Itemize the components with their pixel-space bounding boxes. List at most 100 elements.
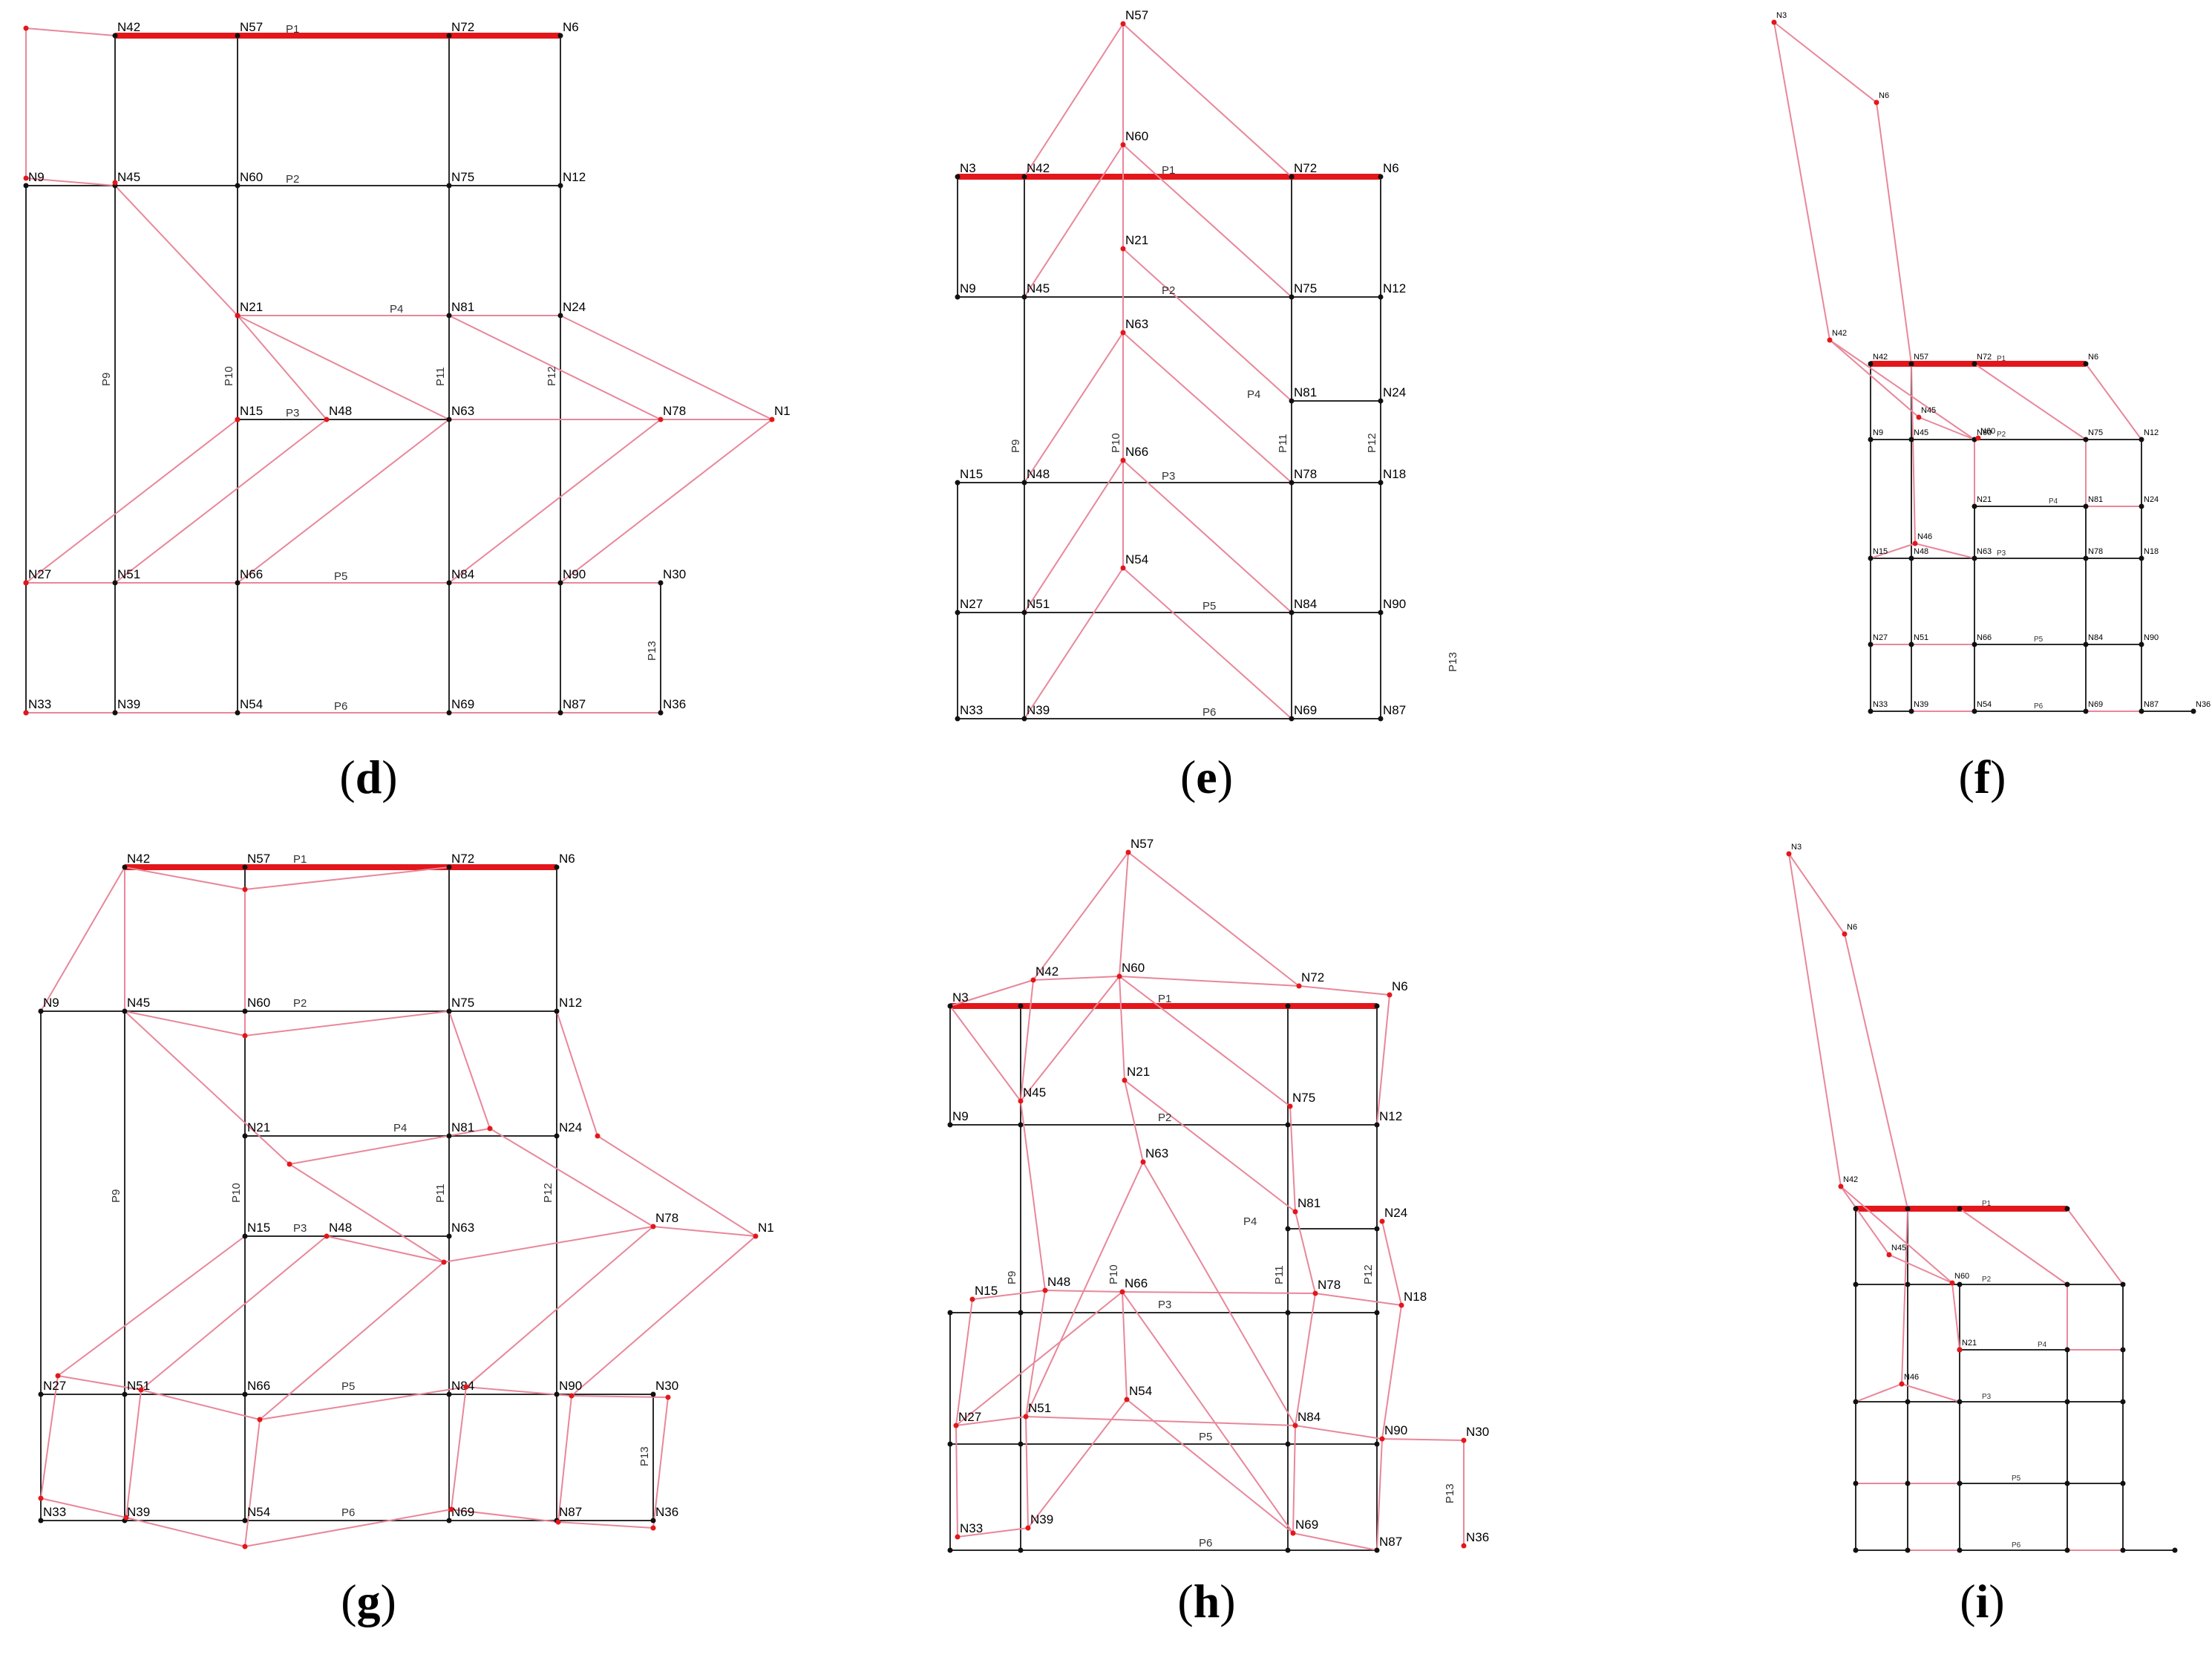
- node-label: N39: [1914, 700, 1928, 709]
- node-label: N6: [563, 20, 579, 34]
- frame-node-dot: [242, 864, 248, 870]
- member-label: P6: [1202, 706, 1216, 719]
- node-label: N33: [1873, 700, 1888, 709]
- member-label: P10: [1107, 1264, 1120, 1284]
- frame-node-dot: [1957, 1206, 1963, 1212]
- mode-node-dot: [1018, 1098, 1024, 1104]
- mode-shape-line: [237, 315, 327, 420]
- node-label: N48: [1027, 467, 1050, 481]
- member-label: P2: [1997, 431, 2006, 439]
- mode-node-dot: [23, 710, 29, 716]
- mode-node-label: N24: [1384, 1206, 1407, 1220]
- frame-node-dot: [446, 1133, 452, 1139]
- mode-node-dot: [1838, 1183, 1844, 1189]
- node-label: N90: [563, 567, 586, 581]
- mode-node-label: N63: [1125, 317, 1148, 331]
- mode-shape-line: [1773, 22, 1877, 103]
- mode-node-label: N42: [1035, 964, 1058, 979]
- frame-node-dot: [446, 1008, 452, 1014]
- frame-node-dot: [2083, 361, 2089, 367]
- node-label: N36: [655, 1505, 678, 1519]
- node-label: N45: [117, 170, 140, 184]
- mode-shape-line: [955, 1299, 973, 1426]
- mode-shape-line: [1292, 1425, 1296, 1534]
- member-label: P6: [341, 1506, 355, 1519]
- mode-shape-line: [1122, 1291, 1294, 1534]
- frame-node-dot: [955, 716, 961, 722]
- mode-node-dot: [235, 417, 240, 422]
- member-label: P5: [1199, 1431, 1212, 1443]
- frame-node-dot: [1972, 708, 1977, 714]
- member-label: P1: [286, 23, 299, 36]
- node-label: N81: [451, 1120, 474, 1134]
- node-label: N18: [1383, 467, 1406, 481]
- mode-shape-line: [448, 1010, 491, 1129]
- mode-shape-line: [1911, 363, 1916, 544]
- node-label: N54: [240, 697, 263, 711]
- frame-node-dot: [1908, 708, 1914, 714]
- frame-node-dot: [1868, 708, 1874, 714]
- node-label: N6: [1383, 161, 1399, 175]
- frame-node-dot: [1374, 1441, 1380, 1447]
- mode-node-dot: [665, 1394, 671, 1400]
- mode-node-label: N78: [663, 404, 686, 418]
- frame-node-dot: [23, 183, 29, 189]
- frame-node-dot: [242, 1518, 248, 1524]
- member-label: P10: [223, 366, 235, 386]
- mode-shape-line: [40, 866, 125, 1012]
- mode-node-label: N39: [1030, 1512, 1053, 1526]
- node-label: N21: [240, 300, 263, 314]
- member-label: P3: [1997, 549, 2006, 558]
- mode-shape-line: [1025, 1416, 1029, 1529]
- frame-node-dot: [1905, 1480, 1911, 1486]
- frame-node-dot: [554, 1133, 560, 1139]
- mode-shape-line: [556, 1010, 598, 1137]
- frame-node-dot: [2064, 1281, 2070, 1287]
- node-label: N69: [451, 1505, 474, 1519]
- node-label: N81: [2088, 495, 2103, 504]
- mode-node-dot: [1975, 435, 1981, 441]
- mode-shape-line: [652, 1397, 669, 1529]
- frame-node-dot: [446, 33, 452, 39]
- member-label: P10: [1110, 433, 1122, 453]
- frame-node-dot: [557, 183, 563, 189]
- node-label: N81: [451, 300, 474, 314]
- mode-node-label: N21: [1962, 1339, 1977, 1348]
- frame-node-dot: [1853, 1480, 1859, 1486]
- node-label: N75: [1294, 281, 1317, 295]
- node-label: N54: [247, 1505, 270, 1519]
- mode-node-label: N84: [1298, 1410, 1321, 1424]
- member-label: P4: [2049, 497, 2058, 506]
- mode-shape-line: [652, 1226, 756, 1237]
- member-label: P3: [286, 407, 299, 419]
- member-label: P9: [1006, 1271, 1018, 1284]
- mode-node-dot: [1296, 983, 1302, 989]
- node-label: N78: [2088, 547, 2103, 556]
- mode-shape-line: [1124, 1080, 1296, 1212]
- frame-node-dot: [1853, 1281, 1859, 1287]
- mode-node-label: N6: [1879, 91, 1889, 100]
- frame-node-dot: [235, 183, 240, 189]
- mode-shape-lines: [1773, 22, 2142, 712]
- frame-node-dot: [235, 33, 240, 39]
- node-label: N87: [1383, 703, 1406, 717]
- member-label: P5: [334, 570, 347, 583]
- mode-node-dot: [487, 1126, 493, 1131]
- frame-node-dot: [242, 1233, 248, 1239]
- mode-node-label: N6: [1847, 923, 1857, 932]
- frame-node-dot: [1289, 174, 1295, 180]
- member-label: P1: [1162, 164, 1175, 177]
- node-label: N54: [1977, 700, 1992, 709]
- mode-shape-line: [1292, 1532, 1378, 1551]
- mode-node-label: N57: [1125, 8, 1148, 22]
- frame-node-dot: [122, 1008, 128, 1014]
- mode-shape-line: [465, 1226, 654, 1388]
- frame-node-dot: [1908, 555, 1914, 561]
- member-label: P2: [1158, 1111, 1171, 1124]
- frame-node-dot: [2120, 1347, 2126, 1353]
- node-label: N3: [952, 990, 969, 1005]
- node-label: N57: [247, 852, 270, 866]
